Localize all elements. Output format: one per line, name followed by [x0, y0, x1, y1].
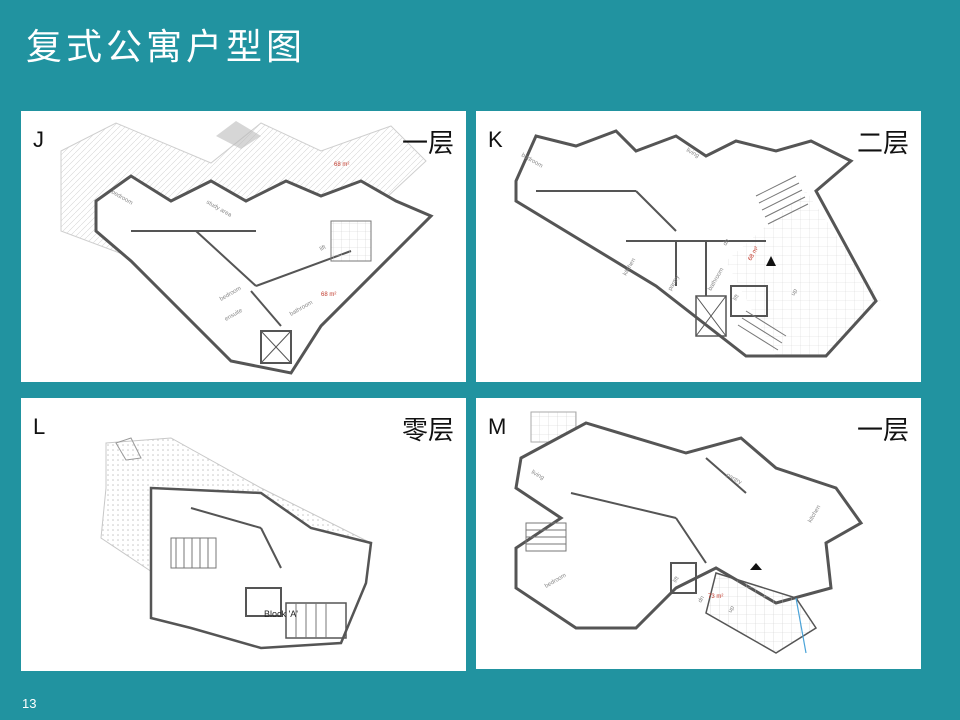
floor-plan-panel-k: K 二层 bedroom living kitchen pantry ba	[476, 111, 921, 382]
svg-text:dn: dn	[698, 595, 707, 604]
floor-plan-panel-m: M 一层 living kitchen pantry bedroom lift …	[476, 398, 921, 669]
floor-label: 一层	[856, 416, 909, 446]
floor-label: 一层	[401, 129, 454, 159]
svg-text:73 m²: 73 m²	[708, 594, 723, 600]
panel-letter: L	[33, 414, 46, 439]
panel-letter: M	[488, 414, 507, 439]
floor-plan-drawing: living kitchen pantry bedroom lift dn up…	[514, 411, 864, 654]
floor-label: 二层	[856, 129, 909, 159]
svg-text:lift: lift	[673, 576, 681, 584]
page-number: 13	[22, 696, 37, 711]
svg-text:68 m²: 68 m²	[334, 162, 349, 168]
svg-text:lift: lift	[733, 294, 741, 302]
floor-plan-panel-l: L 零层 Block 'A'	[21, 398, 466, 671]
floor-plan-drawing: bedroom study area bedroom ensuite bathr…	[60, 121, 434, 375]
svg-text:68 m²: 68 m²	[321, 292, 336, 298]
panel-letter: K	[488, 127, 503, 152]
block-label: Block 'A'	[264, 609, 298, 619]
floor-plan-panel-j: J 一层 bedroom study area bedroom ensuite …	[21, 111, 466, 382]
floor-label: 零层	[401, 416, 454, 446]
svg-text:lift: lift	[319, 244, 327, 252]
svg-text:dn: dn	[723, 238, 732, 247]
floor-plan-drawing: bedroom living kitchen pantry bathroom l…	[514, 129, 881, 358]
svg-text:up: up	[728, 605, 737, 614]
panel-letter: J	[33, 127, 44, 152]
svg-text:up: up	[791, 288, 800, 297]
floor-plan-drawing: Block 'A'	[100, 437, 373, 650]
svg-text:pantry: pantry	[668, 275, 682, 292]
svg-text:bathroom: bathroom	[708, 267, 726, 292]
slide-title: 复式公寓户型图	[26, 27, 307, 68]
